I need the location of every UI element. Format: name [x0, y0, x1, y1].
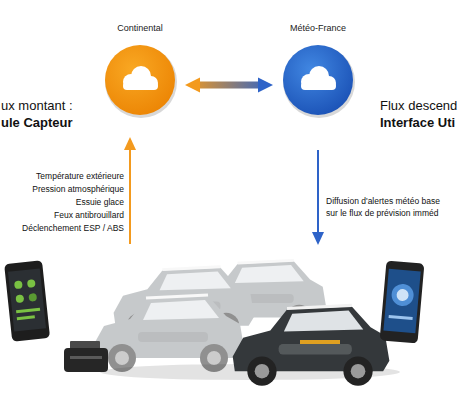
- exchange-arrow: [200, 82, 258, 89]
- screen-dot: [14, 280, 23, 289]
- screen-dot: [28, 293, 37, 302]
- uplink-arrowhead: [124, 137, 136, 150]
- flow-heading: ux montant :: [1, 98, 73, 114]
- flow-subheading: ule Capteur: [1, 115, 73, 131]
- screen-bar: [17, 315, 35, 320]
- cloud-icon: [301, 66, 336, 90]
- cloud-base: [123, 82, 158, 90]
- obd-dongle: [64, 341, 108, 372]
- sensor-item: Pression atmosphérique: [0, 184, 124, 194]
- alert-phone: [380, 260, 425, 343]
- node-heading: Continental: [95, 22, 185, 34]
- screen-dot: [15, 294, 24, 303]
- screen-bar: [16, 308, 40, 313]
- screen-dot: [27, 279, 36, 288]
- screen-gauge: [391, 283, 415, 307]
- sensor-item: Déclenchement ESP / ABS: [0, 223, 124, 233]
- sensor-item: Essuie glace: [0, 197, 124, 207]
- cloud-badge: [273, 40, 363, 120]
- downlink-arrowhead: [312, 232, 324, 245]
- screen-gauge-core: [396, 289, 409, 302]
- connected-car: [233, 305, 390, 385]
- phone-body: [380, 260, 425, 343]
- dongle-stripe: [70, 356, 102, 359]
- node-heading: Météo-France: [273, 22, 363, 34]
- phone-screen: [8, 268, 46, 331]
- dongle-body: [64, 348, 108, 372]
- flow-heading: Flux descend: [380, 98, 457, 114]
- sensor-item: Température extérieure: [0, 171, 124, 181]
- car-accent: [300, 340, 340, 344]
- alert-note: sur le flux de prévision imméd: [326, 208, 438, 218]
- sensor-phone: [4, 260, 50, 342]
- cloud-node: Météo-France: [273, 22, 363, 130]
- cloud-badge: [95, 40, 185, 120]
- badge-shadow: [105, 46, 177, 118]
- uplink-arrow: [129, 148, 131, 244]
- badge-circle: [105, 45, 175, 115]
- phone-screen: [383, 269, 420, 334]
- alert-note: Diffusion d'alertes météo base: [326, 196, 440, 206]
- cloud-base: [301, 82, 336, 90]
- downlink-arrow: [317, 150, 319, 234]
- ghost-car: [94, 295, 244, 372]
- cloud-icon: [123, 66, 158, 90]
- sensor-item: Feux antibrouillard: [0, 210, 124, 220]
- cloud-node: Continental: [95, 22, 185, 130]
- screen-bar: [389, 315, 413, 320]
- badge-shadow: [283, 46, 355, 118]
- phone-body: [4, 260, 50, 342]
- flow-subheading: Interface Uti: [380, 115, 455, 131]
- badge-circle: [283, 45, 353, 115]
